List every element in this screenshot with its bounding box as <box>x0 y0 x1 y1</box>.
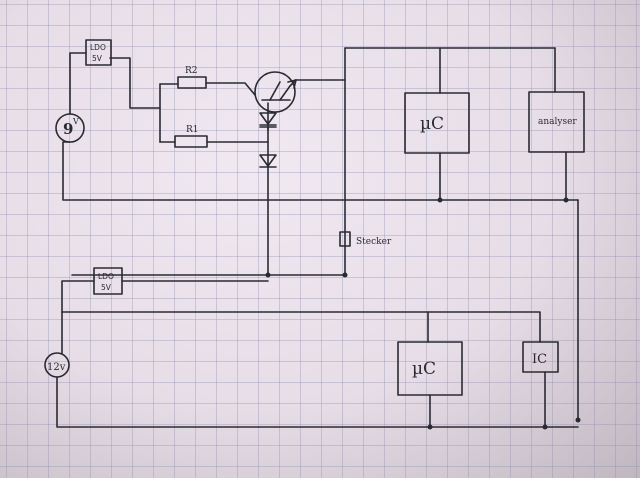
microcontroller-top: µC <box>404 92 470 154</box>
svg-text:Stecker: Stecker <box>356 237 392 247</box>
svg-text:LDO: LDO <box>98 272 114 281</box>
junction-dot <box>575 417 581 423</box>
wire <box>61 311 541 343</box>
svg-text:LDO: LDO <box>90 43 106 52</box>
microcontroller-bottom: µC <box>397 341 463 396</box>
ldo-regulator-top: LDO 5V <box>85 39 112 66</box>
junction-dot <box>563 197 569 203</box>
battery-12v: 12v <box>44 352 70 378</box>
svg-text:5V: 5V <box>92 54 103 63</box>
svg-text:V: V <box>72 117 79 126</box>
wire <box>69 52 87 115</box>
junction-dot <box>542 424 548 430</box>
ldo-regulator-bottom: LDO 5V <box>93 267 123 295</box>
svg-text:µC: µC <box>420 114 444 134</box>
junction-dot <box>265 272 271 278</box>
wire <box>56 376 579 428</box>
wire <box>205 82 256 96</box>
resistor-r1: R1 <box>174 125 208 148</box>
svg-text:analyser: analyser <box>538 117 577 127</box>
wire <box>61 280 95 355</box>
junction-dot <box>342 272 348 278</box>
svg-text:5V: 5V <box>101 283 112 292</box>
svg-text:R1: R1 <box>186 125 199 135</box>
zener-diode-2 <box>259 154 277 168</box>
svg-text:9: 9 <box>63 120 73 138</box>
connector-stecker: Stecker <box>339 231 392 247</box>
wire <box>109 57 161 109</box>
analyser-box: analyser <box>528 91 585 153</box>
wire <box>62 141 579 201</box>
svg-text:12v: 12v <box>47 362 66 373</box>
svg-text:µC: µC <box>412 359 436 379</box>
resistor-r2: R2 <box>177 66 207 89</box>
transistor <box>254 71 297 113</box>
svg-text:IC: IC <box>532 352 547 367</box>
battery-9v: 9 V <box>55 113 85 143</box>
svg-text:R2: R2 <box>185 66 198 76</box>
ic-box: IC <box>522 341 559 373</box>
junction-dot <box>427 424 433 430</box>
junction-dot <box>437 197 443 203</box>
zener-diode-1 <box>259 112 277 131</box>
